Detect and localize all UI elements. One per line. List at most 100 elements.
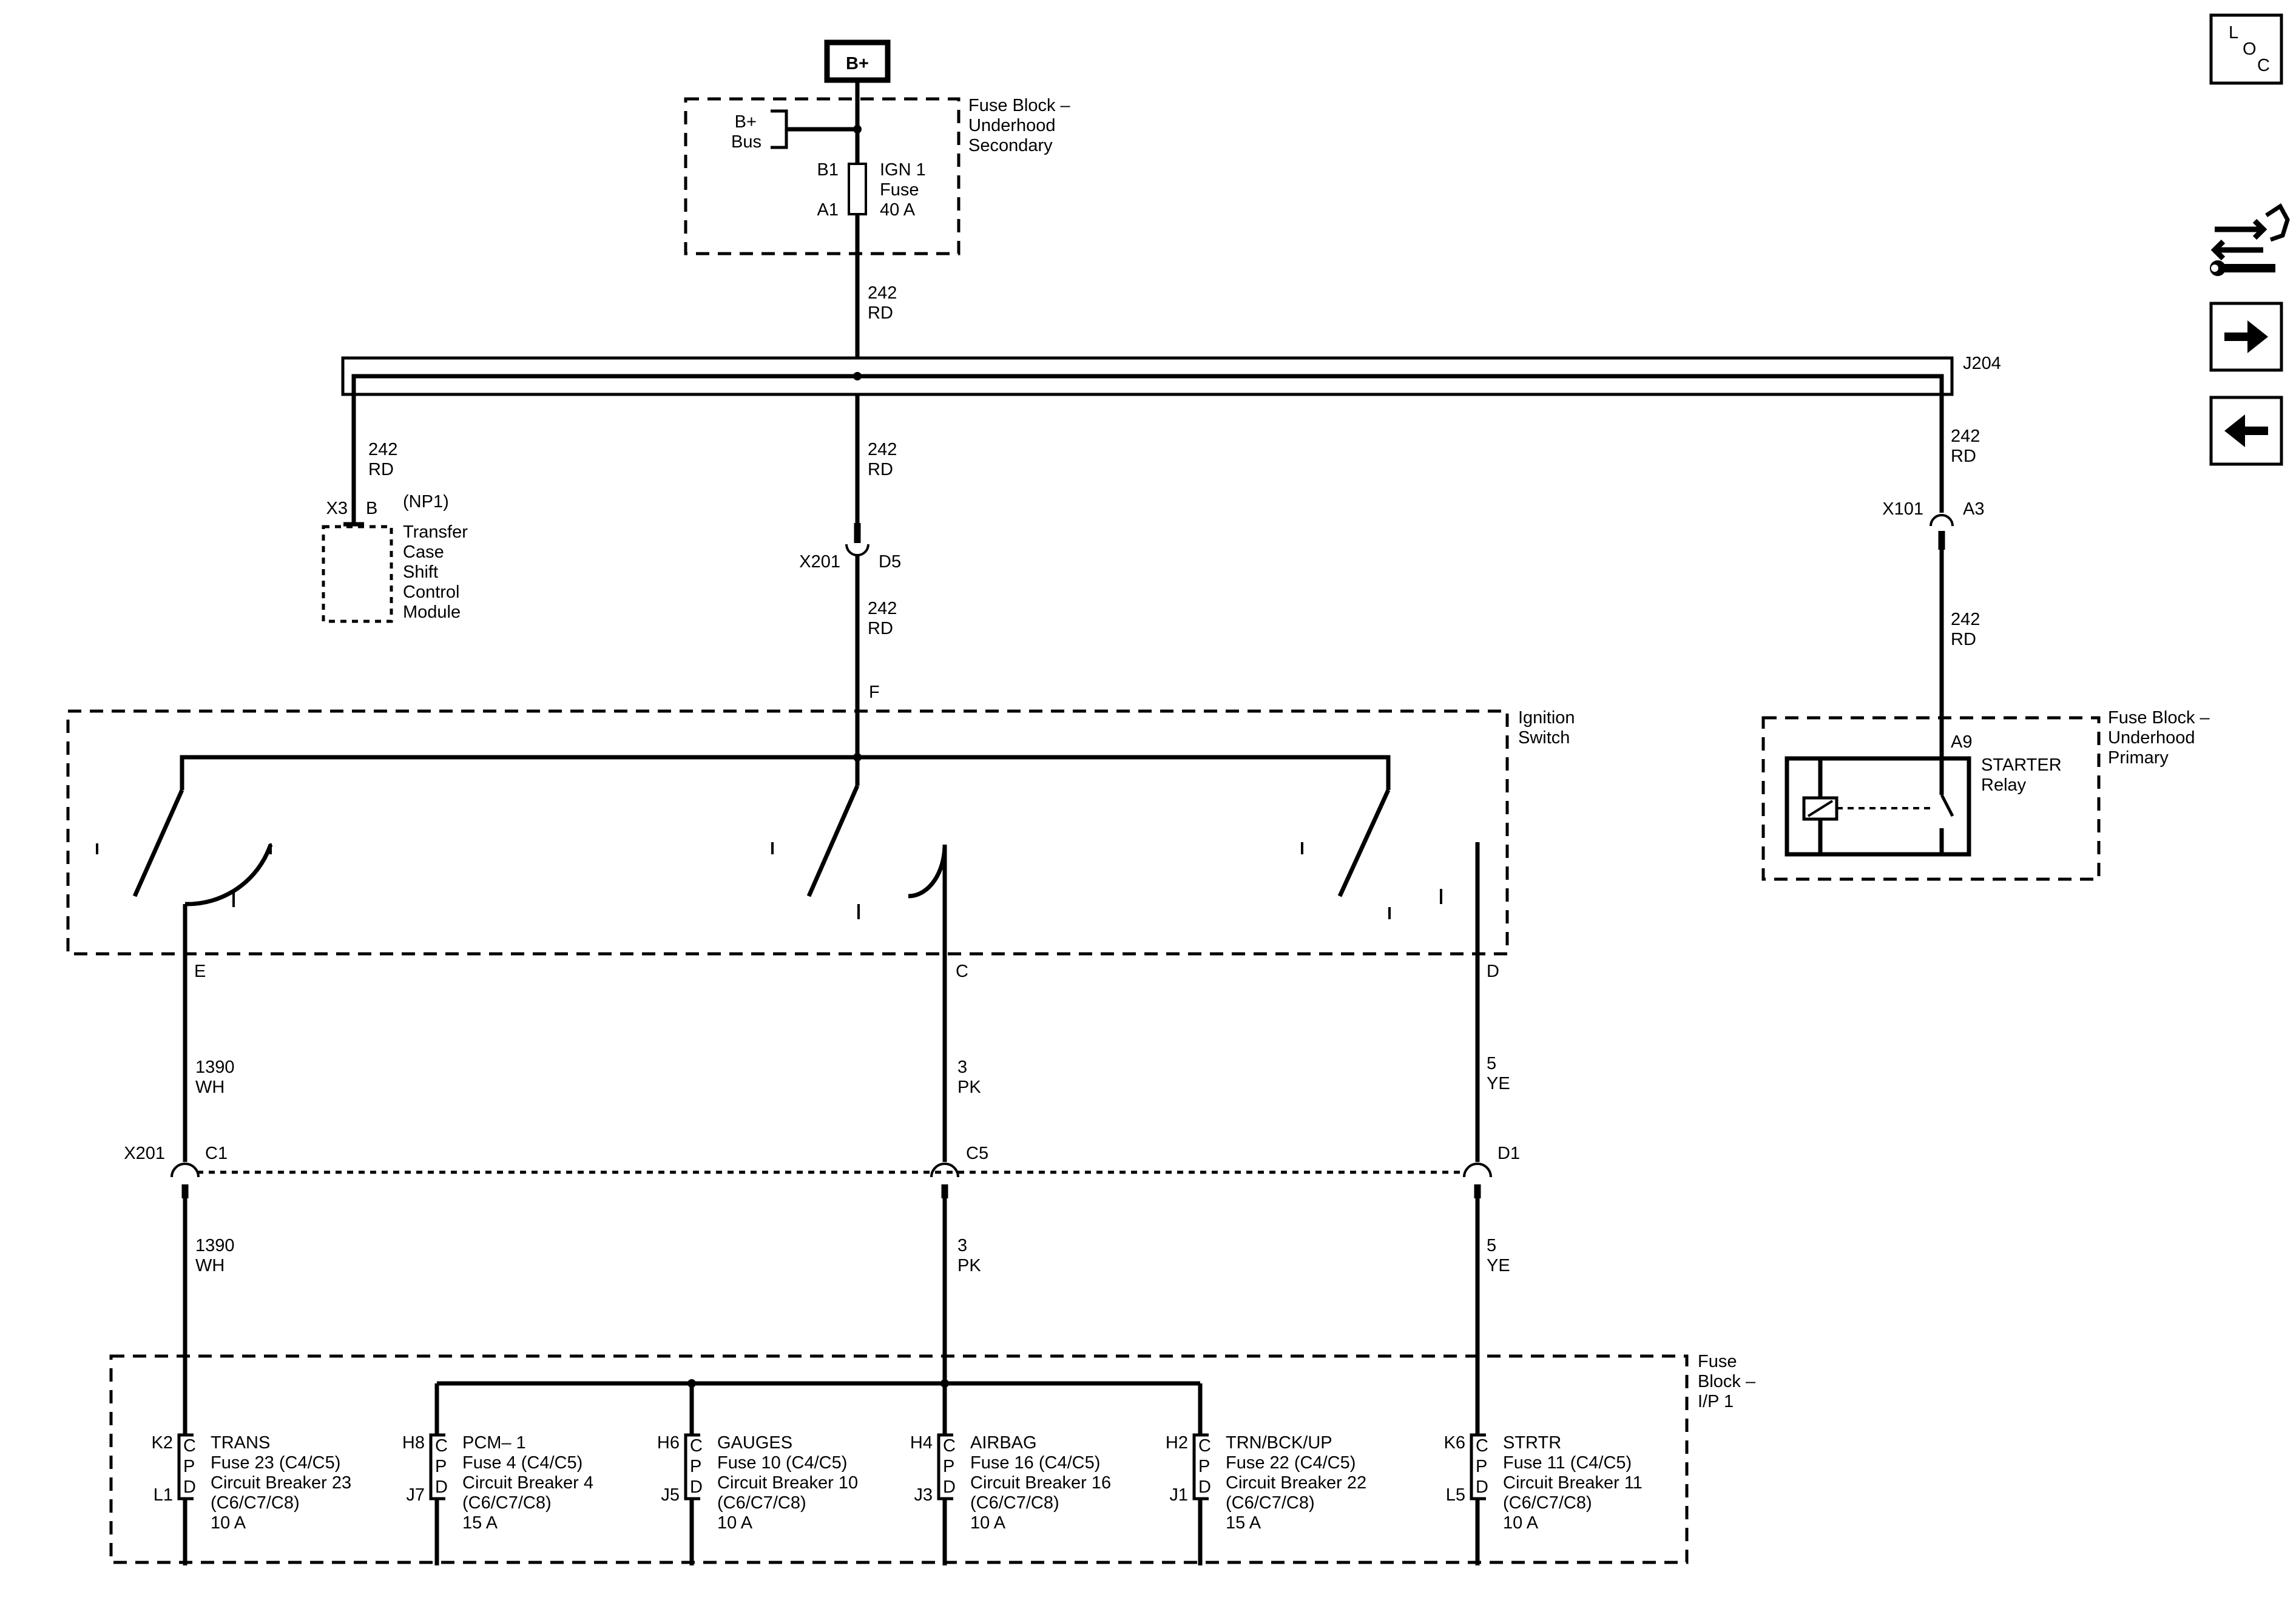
ignition-switch: Ignition Switch E C D — [66, 708, 1580, 995]
ignition-output-e: E — [194, 962, 206, 981]
ip-fuse-p-mark: P — [943, 1457, 954, 1476]
wire-ign-e-lower-label: 1390 WH — [195, 1236, 240, 1275]
ip-fuse-d-mark: D — [1476, 1477, 1488, 1497]
ip-fuse-d-mark: D — [943, 1477, 956, 1497]
wire-center-branch-label: 242 RD — [868, 440, 902, 479]
connector-x101-a3: X101 A3 — [1882, 499, 1984, 550]
svg-text:O: O — [2243, 39, 2257, 59]
ip-fuse-top-pin: H2 — [1166, 1433, 1188, 1453]
ip-fuse-bottom-pin: J3 — [914, 1485, 933, 1505]
ip-fuse-c-mark: C — [1476, 1436, 1488, 1456]
fuse-block-secondary-title: Fuse Block – Underhood Secondary — [968, 96, 1075, 155]
ip-fuse-d-mark: D — [690, 1477, 703, 1497]
starter-relay — [1784, 756, 1971, 857]
fuse-pin-b1: B1 — [817, 160, 839, 180]
x201-pin-d1: D1 — [1497, 1144, 1520, 1163]
connector-x201-row: X201 C1 C5 D1 — [124, 1144, 1520, 1198]
bus-label: B+ Bus — [731, 112, 761, 152]
primary-pin-a9: A9 — [1951, 732, 1972, 752]
splice-j204: J204 — [341, 354, 2001, 443]
ip-fuse-top-pin: K2 — [152, 1433, 173, 1453]
ign1-fuse-symbol — [848, 163, 867, 215]
wire-ign-c-upper-label: 3 PK — [957, 1058, 981, 1097]
ip-fuse-c-mark: C — [183, 1436, 196, 1456]
wire-left-branch-label: 242 RD — [368, 440, 402, 479]
wire-ign-c-lower-label: 3 PK — [957, 1236, 981, 1275]
arrow-right-icon[interactable] — [2209, 302, 2283, 372]
x201-row-connector: X201 — [124, 1144, 165, 1163]
ignition-switch-label: Ignition Switch — [1518, 708, 1580, 748]
svg-text:L: L — [2229, 23, 2238, 42]
ignition-input-pin: F — [869, 683, 880, 702]
ip-fuse-bottom-pin: L5 — [1446, 1485, 1465, 1505]
ip-fuse-p-mark: P — [435, 1457, 447, 1476]
ip-fuse-top-pin: H6 — [657, 1433, 680, 1453]
ip-fuse-top-pin: H8 — [402, 1433, 425, 1453]
wire-center-after-x201-label: 242 RD — [868, 599, 902, 638]
wire-right-after-x101-label: 242 RD — [1951, 610, 1985, 649]
transfer-case-pin: B — [366, 499, 377, 518]
ip-fuse-d-mark: D — [1198, 1477, 1211, 1497]
arrow-left-icon[interactable] — [2209, 396, 2283, 466]
fuse-block-underhood-secondary: Fuse Block – Underhood Secondary B+ Bus … — [684, 96, 1075, 255]
svg-text:C: C — [2257, 56, 2270, 75]
ip-fuse-bottom-pin: J1 — [1169, 1485, 1188, 1505]
splice-label: J204 — [1963, 354, 2001, 373]
starter-relay-label: STARTER Relay — [1981, 755, 2067, 795]
loc-button[interactable]: L O C — [2209, 13, 2283, 85]
ip-fuse-p-mark: P — [690, 1457, 701, 1476]
connector-x201-d5: X201 D5 — [799, 523, 901, 572]
ip-fuse-top-pin: H4 — [910, 1433, 933, 1453]
transfer-case-module: X3 B (NP1) Transfer Case Shift Control M… — [322, 492, 473, 623]
x101-pin: A3 — [1963, 499, 1984, 519]
x101-connector: X101 — [1882, 499, 1923, 519]
fuse-block-ip1-title: Fuse Block – I/P 1 — [1698, 1352, 1760, 1411]
ignition-output-d: D — [1487, 962, 1499, 981]
transfer-case-label: Transfer Case Shift Control Module — [403, 522, 473, 622]
x201-pin-c1: C1 — [205, 1144, 228, 1163]
ign1-fuse-label: IGN 1 Fuse 40 A — [880, 160, 931, 220]
wire-ign-d-lower-label: 5 YE — [1487, 1236, 1510, 1275]
transfer-case-option: (NP1) — [403, 492, 449, 511]
wire-main-label: 242 RD — [868, 283, 902, 323]
ip-fuse-c-mark: C — [943, 1436, 956, 1456]
ignition-output-c: C — [956, 962, 968, 981]
side-panel: L O C — [2209, 13, 2290, 466]
ip-fuse-c-mark: C — [435, 1436, 448, 1456]
ip-fuse-top-pin: K6 — [1444, 1433, 1465, 1453]
ip-fuse-c-mark: C — [690, 1436, 703, 1456]
fuse-pin-a1: A1 — [817, 200, 839, 220]
ip-fuse-d-mark: D — [183, 1477, 196, 1497]
ip-fuse-bottom-pin: J7 — [406, 1485, 425, 1505]
ip-fuse-p-mark: P — [183, 1457, 195, 1476]
ip-fuse-c-mark: C — [1198, 1436, 1211, 1456]
ip-fuse-d-mark: D — [435, 1477, 448, 1497]
ip-fuse-p-mark: P — [1198, 1457, 1210, 1476]
ip-fuse-p-mark: P — [1476, 1457, 1487, 1476]
ip-fuse-bottom-pin: J5 — [661, 1485, 680, 1505]
tools-icon[interactable] — [2210, 203, 2290, 276]
x201-d5-connector: X201 — [799, 552, 840, 572]
transfer-case-connector: X3 — [326, 499, 348, 518]
wire-ign-e-upper-label: 1390 WH — [195, 1058, 240, 1097]
ip-fuse-bottom-pin: L1 — [154, 1485, 173, 1505]
x201-pin-c5: C5 — [966, 1144, 988, 1163]
wire-ign-d-upper-label: 5 YE — [1487, 1054, 1510, 1093]
wire-right-branch-label: 242 RD — [1951, 427, 1985, 466]
fuse-block-underhood-primary: Fuse Block – Underhood Primary A9 STARTE… — [1761, 708, 2210, 881]
x201-d5-pin: D5 — [879, 552, 901, 572]
